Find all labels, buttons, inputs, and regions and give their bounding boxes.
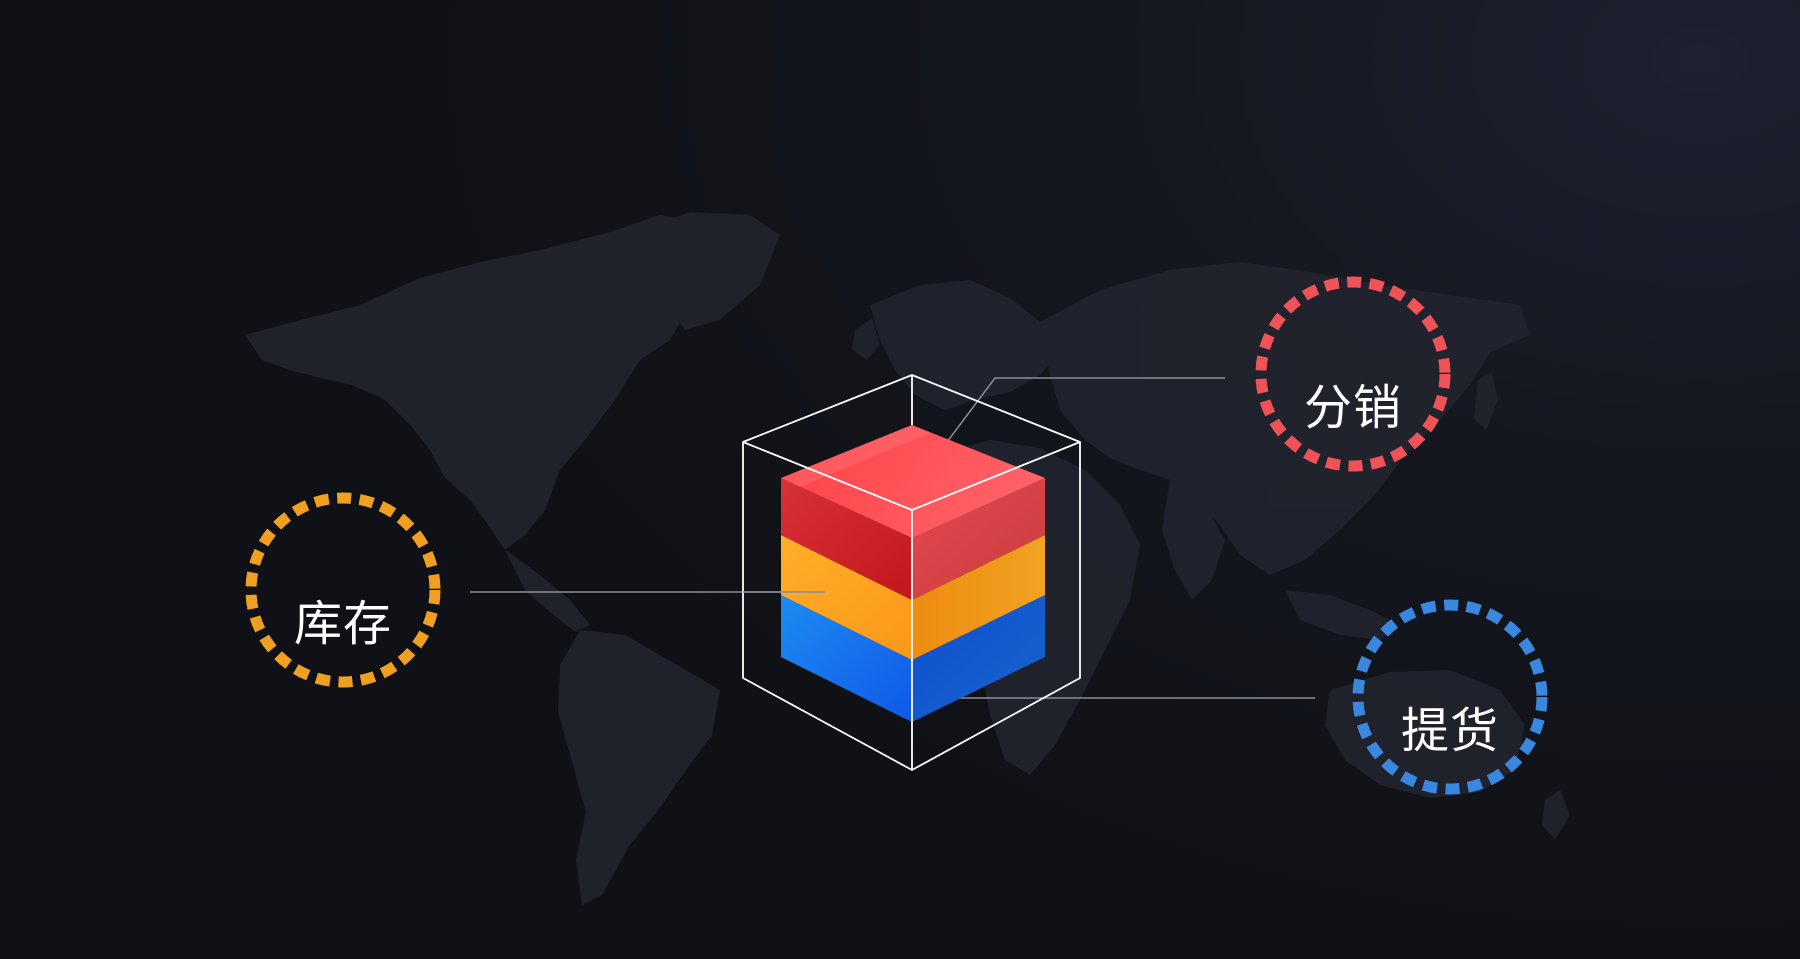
inventory-label: 库存 [293,596,392,652]
cube-layer-bottom-left-face [781,595,912,722]
map-continent-australia [1325,670,1525,798]
map-continent-central-america [505,550,590,632]
pickup-ring-icon [1352,599,1548,795]
cube-wireframe [742,374,1081,771]
map-continent-uk [852,318,880,360]
pickup-label: 提货 [1400,703,1499,759]
map-continent-europe [870,280,1060,410]
map-continent-india [1162,480,1225,600]
cube-layer-top-face [781,425,1045,538]
distribution-label: 分销 [1303,380,1402,436]
layered-cube [781,425,1045,722]
map-continent-southeast-asia [1285,590,1400,640]
map-continent-north-america [245,215,760,550]
map-continent-new-zealand [1542,790,1570,840]
map-continent-asia [1040,262,1530,575]
map-continent-south-america [558,630,720,905]
cube-layer-top-left-face [781,478,912,600]
connector-distribution [934,377,1225,459]
cube-layer-middle-left-face [781,535,912,660]
map-continent-japan [1474,372,1498,430]
cube-layer-bottom-right-face [912,595,1045,722]
cube-layer-middle-right-face [912,535,1045,660]
map-continent-greenland [640,212,780,330]
distribution-ring-icon [1255,276,1451,472]
inventory-ring-icon [245,492,441,688]
cube-layer-top-right-face [912,478,1045,600]
